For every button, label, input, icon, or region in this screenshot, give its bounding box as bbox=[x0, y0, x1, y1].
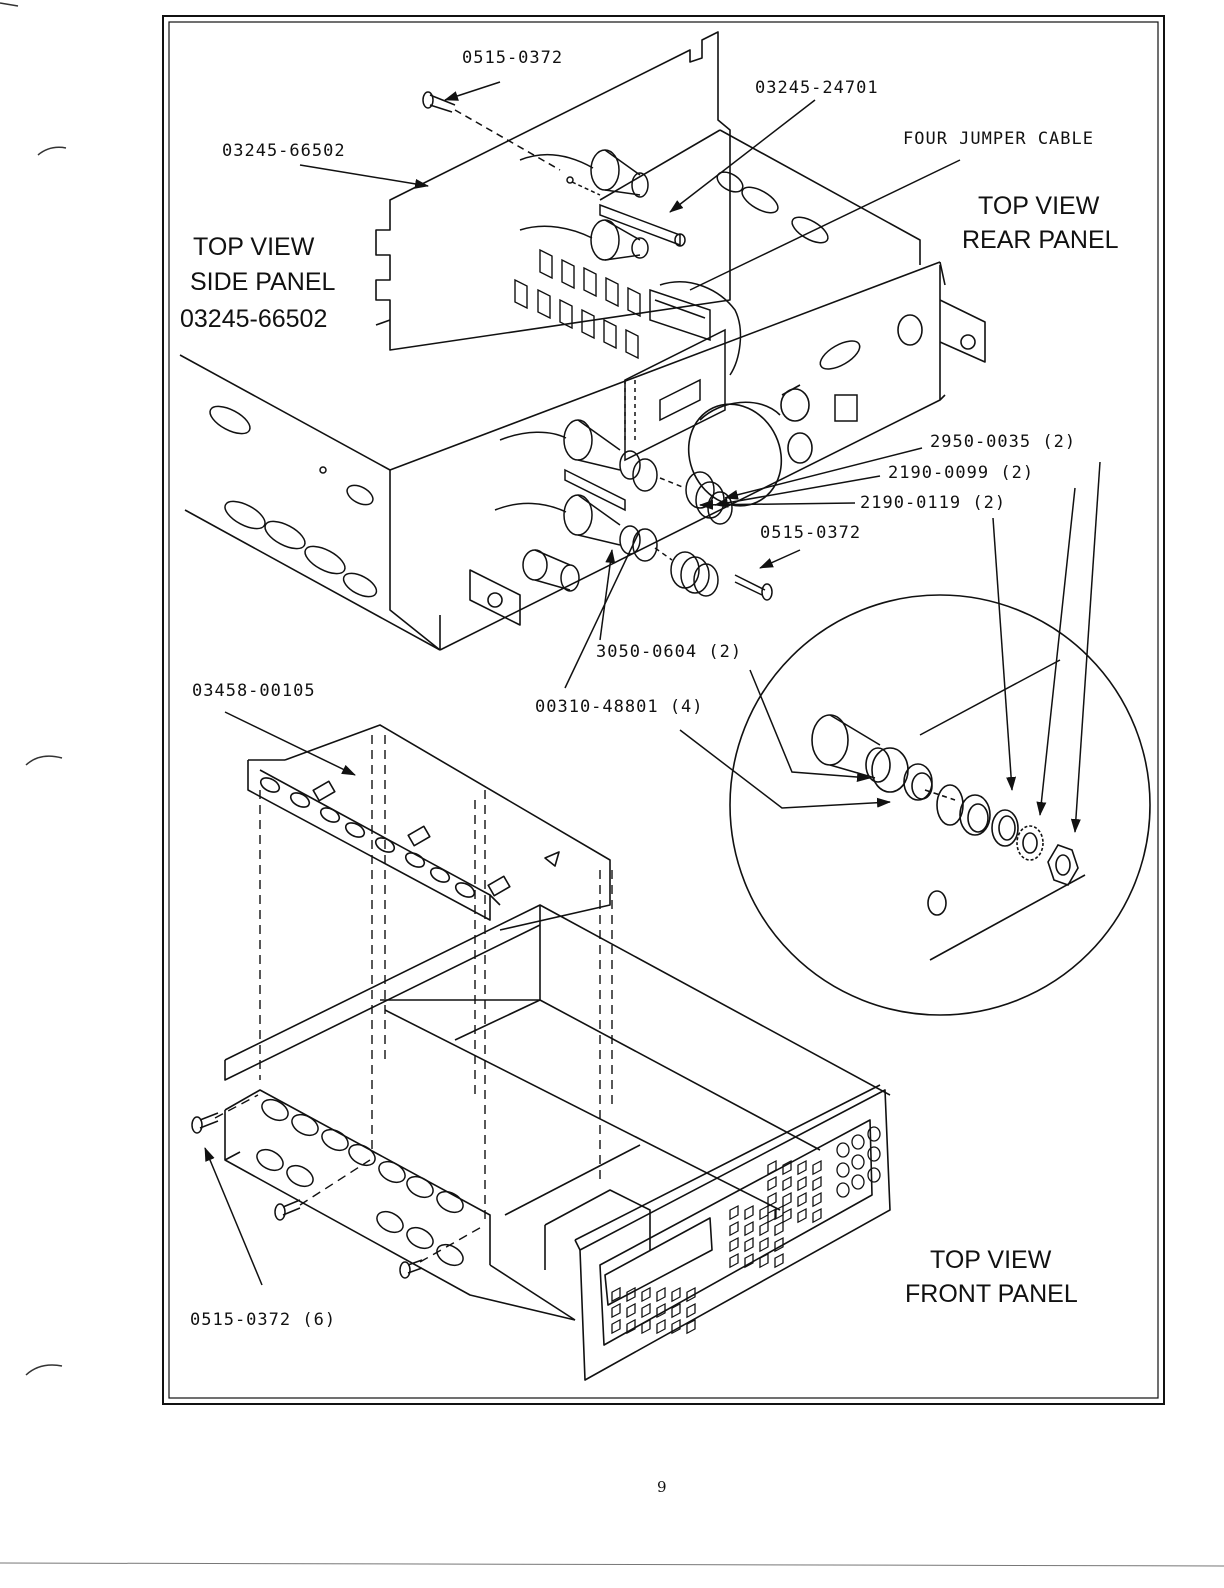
front-panel-key bbox=[852, 1175, 864, 1189]
front-panel-key bbox=[760, 1238, 768, 1251]
front-panel-key bbox=[837, 1163, 849, 1177]
front-panel-key bbox=[745, 1206, 753, 1219]
label-2190-0099: 2190-0099 (2) bbox=[888, 463, 1034, 483]
front-panel-key bbox=[813, 1177, 821, 1190]
front-panel-key bbox=[813, 1193, 821, 1206]
label-0515-0372-mid: 0515-0372 bbox=[760, 523, 861, 543]
internal-board bbox=[625, 282, 740, 460]
front-panel-key bbox=[612, 1320, 620, 1333]
label-03245-24701: 03245-24701 bbox=[755, 78, 879, 98]
front-panel-key bbox=[642, 1320, 650, 1333]
front-panel-key bbox=[627, 1304, 635, 1317]
front-panel-key bbox=[798, 1161, 806, 1174]
front-panel-keys bbox=[612, 1127, 880, 1333]
side-panel-heading-3: 03245-66502 bbox=[180, 305, 327, 333]
front-panel-key bbox=[760, 1206, 768, 1219]
front-panel-key bbox=[868, 1147, 880, 1161]
front-panel-key bbox=[657, 1288, 665, 1301]
upper-chassis bbox=[180, 130, 985, 650]
front-panel-key bbox=[760, 1254, 768, 1267]
label-03245-66502: 03245-66502 bbox=[222, 141, 346, 161]
leader-lines bbox=[205, 82, 1100, 1285]
side-panel-heading-1: TOP VIEW bbox=[193, 233, 315, 261]
front-panel-key bbox=[657, 1320, 665, 1333]
front-panel-key bbox=[798, 1209, 806, 1222]
front-panel-key bbox=[745, 1222, 753, 1235]
front-panel-key bbox=[730, 1254, 738, 1267]
bnc-connectors-upper bbox=[520, 150, 685, 260]
front-panel-key bbox=[783, 1193, 791, 1206]
card-slots bbox=[515, 250, 640, 358]
front-panel-key bbox=[852, 1155, 864, 1169]
front-panel-key bbox=[730, 1222, 738, 1235]
lower-screws bbox=[192, 1113, 422, 1278]
front-panel-key bbox=[730, 1206, 738, 1219]
assembly-guides bbox=[215, 735, 612, 1262]
front-panel-key bbox=[813, 1209, 821, 1222]
front-panel-key bbox=[730, 1238, 738, 1251]
screw-top bbox=[423, 92, 560, 170]
rear-panel-heading-1: TOP VIEW bbox=[978, 192, 1100, 220]
side-panel bbox=[376, 32, 730, 350]
front-panel-key bbox=[868, 1168, 880, 1182]
label-00310-48801: 00310-48801 (4) bbox=[535, 697, 704, 717]
front-panel-heading-1: TOP VIEW bbox=[930, 1246, 1052, 1274]
front-panel-key bbox=[775, 1254, 783, 1267]
front-panel-key bbox=[852, 1135, 864, 1149]
label-2950-0035: 2950-0035 (2) bbox=[930, 432, 1076, 452]
label-0515-0372-top: 0515-0372 bbox=[462, 48, 563, 68]
front-panel-key bbox=[768, 1177, 776, 1190]
front-panel-key bbox=[768, 1161, 776, 1174]
page-number: 9 bbox=[657, 1478, 667, 1496]
front-panel-key bbox=[642, 1304, 650, 1317]
label-four-jumper-cable: FOUR JUMPER CABLE bbox=[903, 129, 1094, 149]
label-0515-0372-bottom: 0515-0372 (6) bbox=[190, 1310, 336, 1330]
front-panel-key bbox=[672, 1288, 680, 1301]
front-panel-key bbox=[687, 1304, 695, 1317]
front-panel-key bbox=[760, 1222, 768, 1235]
front-panel-key bbox=[783, 1209, 791, 1222]
front-panel-key bbox=[745, 1238, 753, 1251]
side-panel-heading-2: SIDE PANEL bbox=[190, 268, 336, 296]
label-03458-00105: 03458-00105 bbox=[192, 681, 316, 701]
front-panel-key bbox=[837, 1143, 849, 1157]
front-panel-key bbox=[783, 1177, 791, 1190]
front-panel-key bbox=[642, 1288, 650, 1301]
label-2190-0119: 2190-0119 (2) bbox=[860, 493, 1006, 513]
front-panel-key bbox=[837, 1183, 849, 1197]
front-panel-key bbox=[612, 1304, 620, 1317]
front-panel-key bbox=[798, 1177, 806, 1190]
front-panel-key bbox=[798, 1193, 806, 1206]
label-3050-0604: 3050-0604 (2) bbox=[596, 642, 742, 662]
rear-panel-heading-2: REAR PANEL bbox=[962, 226, 1119, 254]
lower-slots bbox=[253, 1095, 466, 1269]
bnc-connectors-lower bbox=[495, 420, 772, 600]
front-panel-key bbox=[813, 1161, 821, 1174]
front-panel-key bbox=[775, 1222, 783, 1235]
bracket bbox=[248, 725, 610, 930]
front-panel-heading-2: FRONT PANEL bbox=[905, 1280, 1078, 1308]
part-labels: 0515-0372 03245-24701 03245-66502 FOUR J… bbox=[190, 48, 1094, 1330]
